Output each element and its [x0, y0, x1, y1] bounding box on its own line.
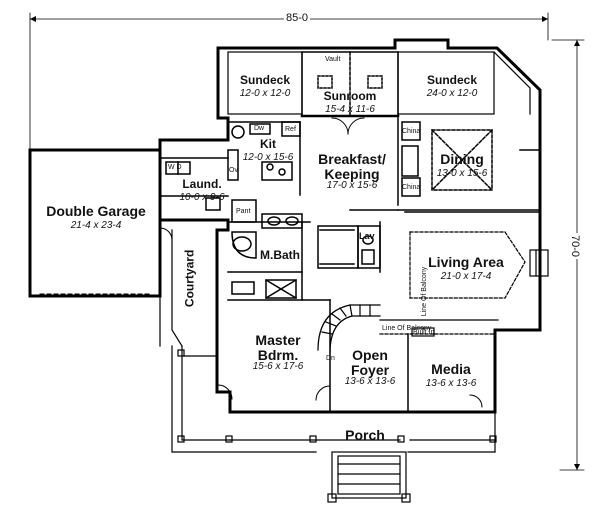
- note-line-of-balcony: Line Of Balcony: [382, 325, 432, 332]
- room-dimension: 13-6 x 13-6: [344, 376, 396, 388]
- note-line-of-balcony-vertical: Line Of Balcony: [421, 266, 429, 317]
- room-sundeck-left: Sundeck 12-0 x 12-0: [228, 72, 302, 99]
- note-lav: Lav: [359, 231, 375, 241]
- room-name: Sundeck: [239, 73, 290, 87]
- room-name: Media: [431, 361, 471, 377]
- exterior-walls: [28, 38, 542, 414]
- overall-depth-dimension: 70-0: [569, 232, 582, 260]
- room-name: Porch: [345, 427, 385, 443]
- room-name: Living Area: [428, 254, 504, 270]
- room-name: Sunroom: [323, 89, 377, 103]
- closet-lav-walls: [317, 209, 399, 273]
- room-dimension: 21-4 x 23-4: [70, 219, 122, 231]
- room-name: Dining: [440, 151, 484, 167]
- note-refrigerator: Ref: [285, 126, 296, 133]
- room-double-garage: Double Garage 21-4 x 23-4: [34, 204, 158, 231]
- room-dimension: 10-0 x 9-6: [179, 191, 225, 203]
- kitchen-area: [227, 121, 301, 196]
- note-china-top: China: [402, 128, 421, 135]
- living-area-walls: [404, 211, 549, 299]
- room-name: Double Garage: [46, 203, 146, 219]
- note-built-in: Built In: [413, 329, 435, 336]
- room-name-line2: Bdrm.: [257, 346, 299, 363]
- dimension-arrows: [30, 16, 580, 470]
- door-swings: [159, 117, 483, 408]
- room-name: Laund.: [182, 177, 222, 191]
- room-dimension: 17-0 x 15-6: [326, 180, 378, 192]
- room-porch: Porch: [320, 428, 410, 445]
- note-oven: Ov: [229, 167, 238, 174]
- room-sundeck-right: Sundeck 24-0 x 12-0: [410, 72, 494, 99]
- room-laundry: Laund. 10-0 x 9-6: [176, 176, 228, 203]
- room-dimension: 13-0 x 15-6: [436, 167, 488, 179]
- room-dining: Dining 13-0 x 15-6: [426, 152, 498, 179]
- sunroom-walls: [300, 51, 400, 118]
- overall-dimension-lines: [29, 12, 585, 471]
- note-washer-dryer: W D: [168, 164, 182, 171]
- courtyard-railings: [159, 229, 497, 453]
- master-bath-walls: [227, 199, 331, 301]
- room-dimension: 15-4 x 11-6: [325, 103, 375, 115]
- room-dimension: 12-0 x 12-0: [239, 87, 291, 99]
- room-breakfast-keeping: Breakfast/ Keeping 17-0 x 15-6: [308, 152, 396, 192]
- note-stair-down: Dn: [326, 355, 335, 362]
- room-dimension: 24-0 x 12-0: [426, 87, 478, 99]
- room-name-line2: Foyer: [350, 361, 390, 378]
- room-dimension: 12-0 x 15-6: [242, 151, 294, 163]
- note-pantry: Pant: [236, 208, 251, 215]
- room-dimension: 21-0 x 17-4: [440, 270, 492, 282]
- room-name-line1: Open: [352, 347, 388, 363]
- room-courtyard: Courtyard: [182, 238, 199, 318]
- room-open-foyer: Open Foyer 13-6 x 13-6: [334, 348, 406, 388]
- room-master-bath: M.Bath: [252, 247, 308, 264]
- room-name: Sundeck: [426, 73, 477, 87]
- room-dimension: 15-6 x 17-6: [252, 361, 304, 373]
- front-steps: [327, 451, 411, 503]
- laundry-walls: [159, 157, 229, 211]
- overall-width-dimension: 85-0: [284, 12, 311, 24]
- stair: [317, 299, 499, 413]
- note-china-bottom: China: [402, 184, 421, 191]
- room-name: Courtyard: [182, 249, 197, 308]
- room-dimension: 13-6 x 13-6: [425, 377, 477, 389]
- room-master-bedroom: Master Bdrm. 15-6 x 17-6: [236, 333, 320, 373]
- room-name: Kit: [260, 137, 276, 151]
- room-name-line1: Breakfast/: [318, 151, 386, 167]
- dining-walls: [397, 117, 541, 211]
- room-living-area: Living Area 21-0 x 17-4: [412, 255, 520, 282]
- room-sunroom: Sunroom 15-4 x 11-6: [302, 88, 398, 115]
- room-media: Media 13-6 x 13-6: [412, 362, 490, 389]
- room-name: M.Bath: [260, 248, 300, 262]
- room-kitchen: Kit 12-0 x 15-6: [240, 136, 296, 163]
- note-dishwasher: Dw: [254, 125, 265, 132]
- room-name-line1: Master: [255, 332, 301, 348]
- note-vault: Vault: [325, 56, 341, 63]
- room-name-line2: Keeping: [324, 165, 380, 182]
